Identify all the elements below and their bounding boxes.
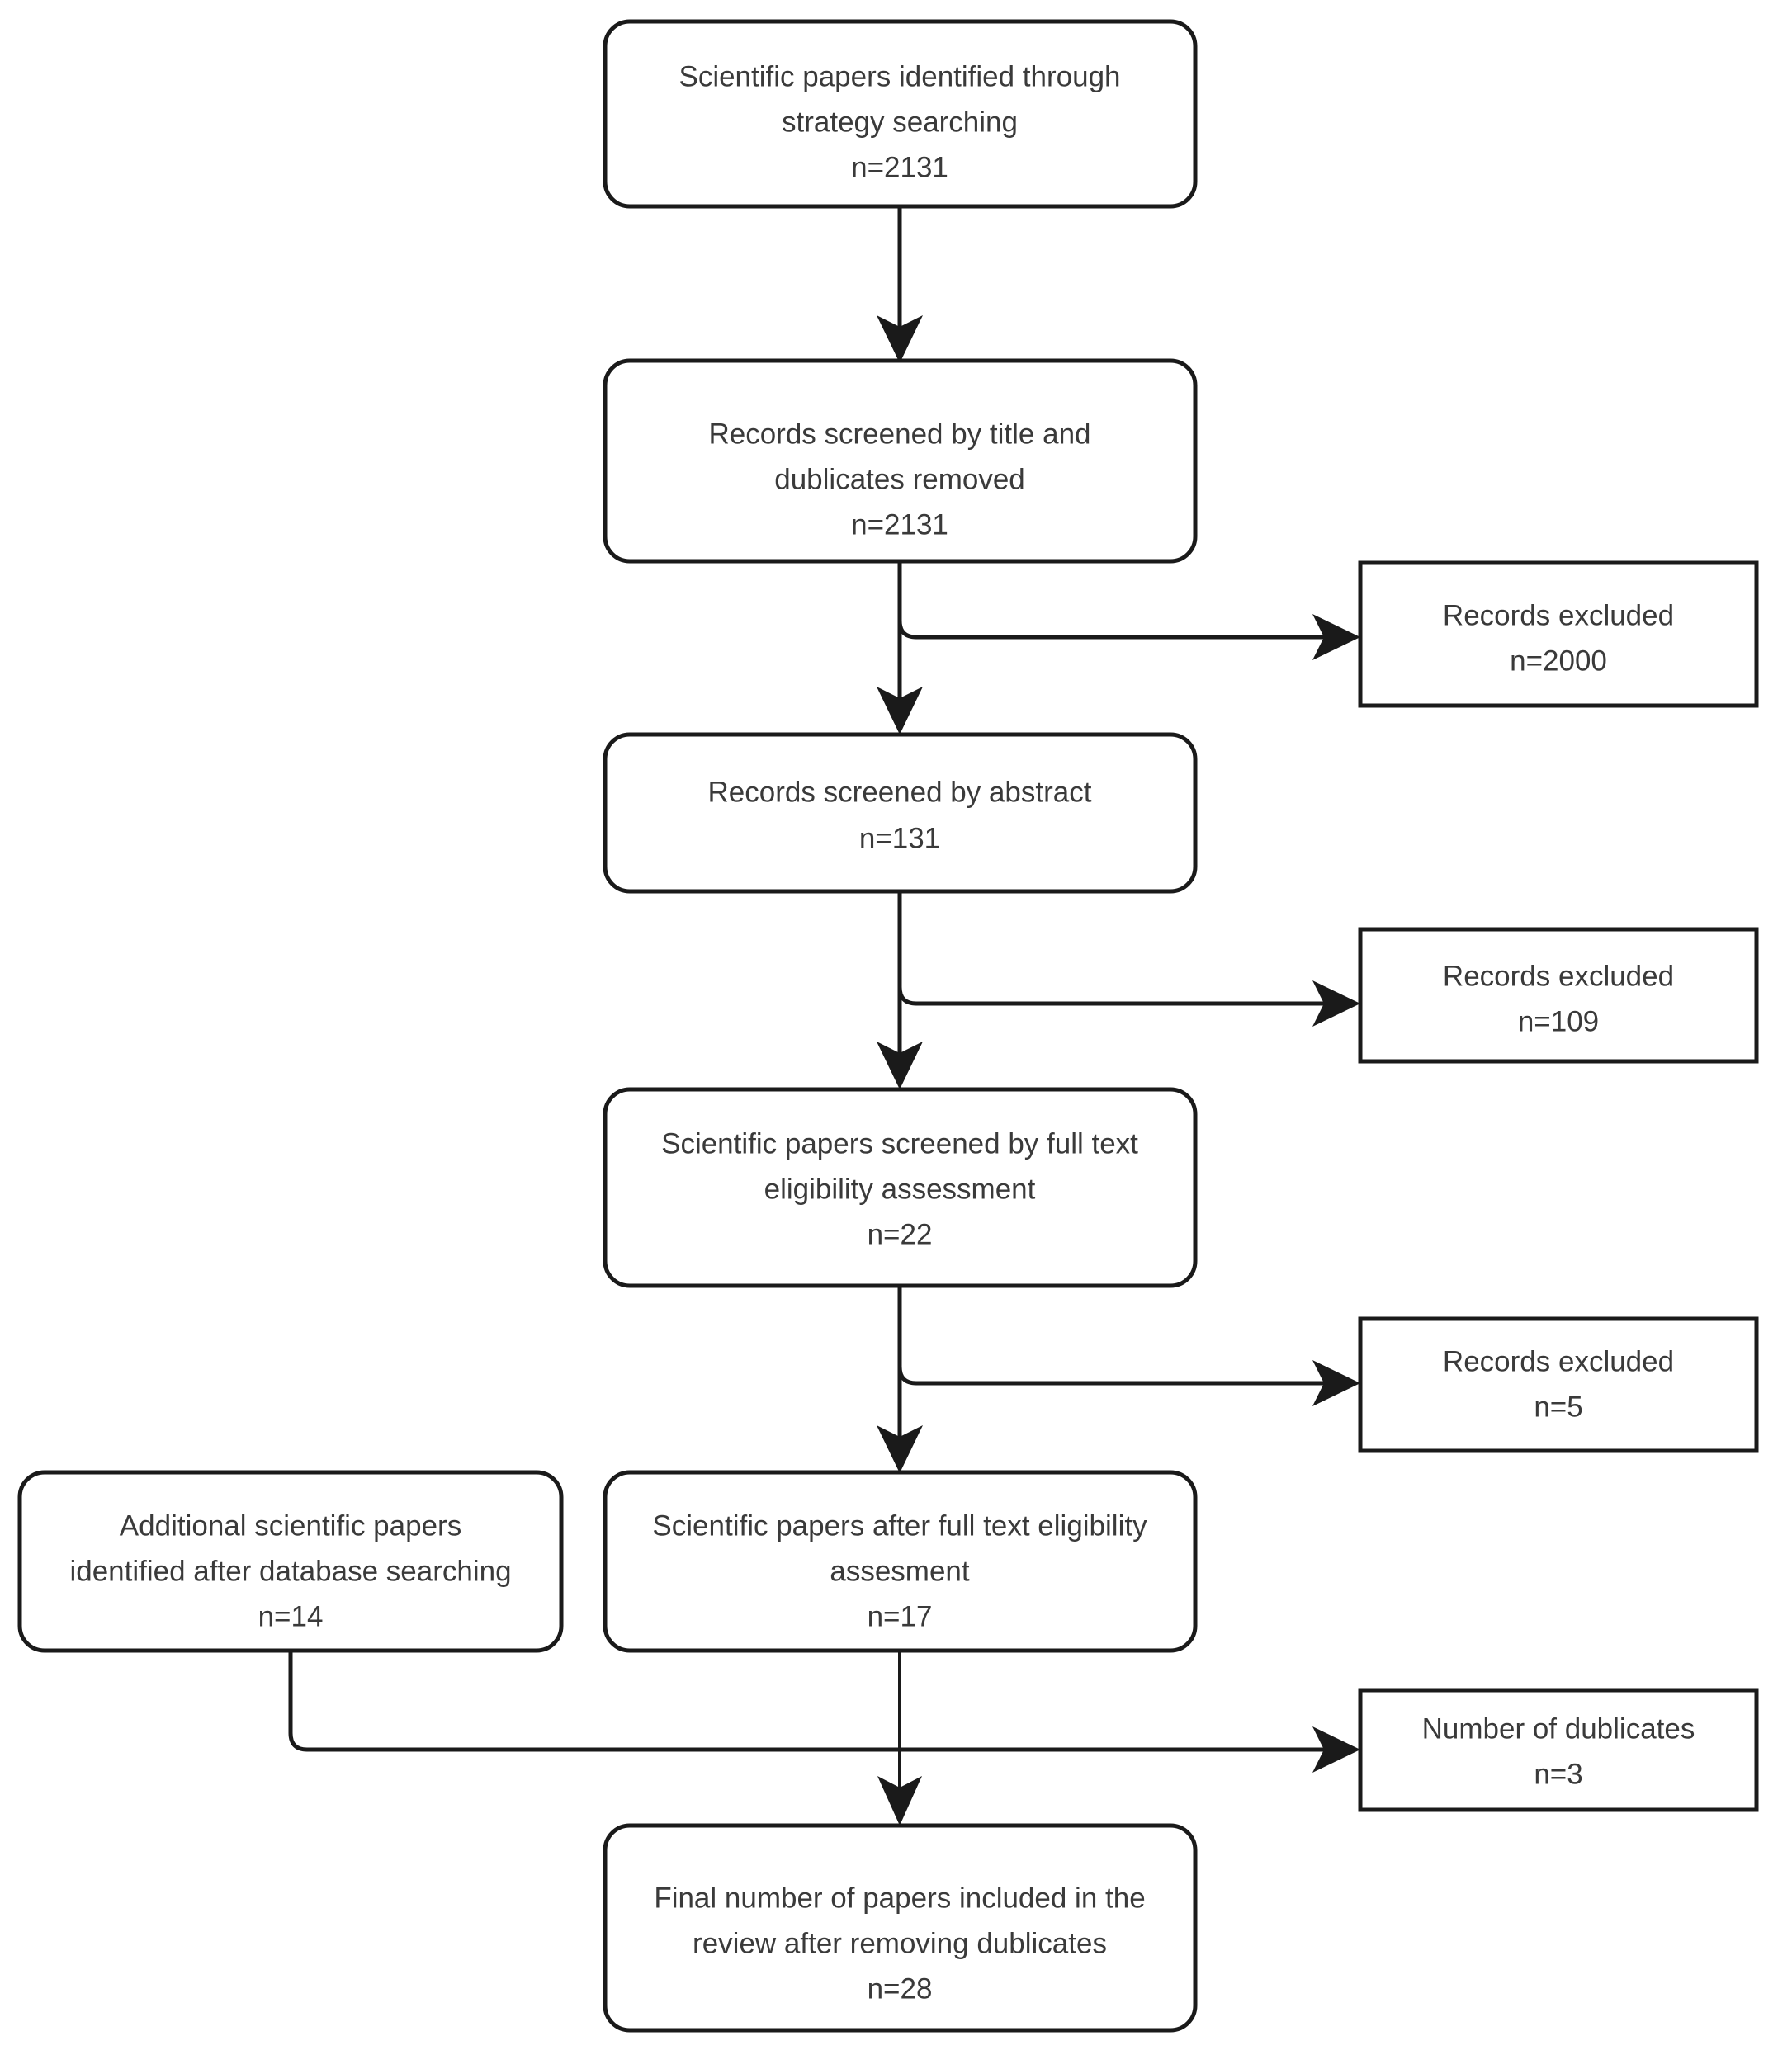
node-excluded-abstract-line-1: Records excluded (1443, 960, 1674, 992)
node-additional-papers-count: n=14 (258, 1600, 324, 1632)
edge-after-fulltext-to-final-included (877, 1651, 922, 1826)
node-screened-title-box[interactable] (603, 358, 1198, 564)
node-dublicates-line-1: Number of dublicates (1422, 1712, 1695, 1745)
node-screened-fulltext-line-2: eligibility assessment (764, 1173, 1036, 1205)
edge-screened-fulltext-to-after-fulltext (877, 1286, 923, 1473)
node-final-included-line-2: review after removing dublicates (693, 1927, 1107, 1959)
node-identified[interactable]: Scientific papers identified through str… (603, 19, 1198, 209)
node-screened-abstract[interactable]: Records screened by abstract n=131 (603, 732, 1198, 894)
node-after-fulltext-line-2: assesment (830, 1555, 970, 1587)
edge-identified-to-screened-title (877, 206, 923, 363)
arrow-head-icon (1312, 980, 1360, 1027)
node-final-included-box[interactable] (603, 1823, 1198, 2033)
node-excluded-fulltext-line-1: Records excluded (1443, 1345, 1674, 1377)
node-additional-papers[interactable]: Additional scientific papers identified … (17, 1470, 564, 1653)
node-dublicates[interactable]: Number of dublicates n=3 (1358, 1688, 1759, 1812)
node-excluded-fulltext-count: n=5 (1534, 1391, 1582, 1423)
arrow-head-icon (877, 1042, 923, 1089)
node-after-fulltext[interactable]: Scientific papers after full text eligib… (603, 1470, 1198, 1653)
edge-screened-abstract-to-excluded-abstract (897, 891, 1360, 1027)
node-final-included[interactable]: Final number of papers included in the r… (603, 1823, 1198, 2033)
edge-screened-title-to-screened-abstract (877, 561, 923, 735)
node-identified-line-1: Scientific papers identified through (679, 60, 1120, 92)
node-excluded-title-line-1: Records excluded (1443, 599, 1674, 631)
node-excluded-abstract-box[interactable] (1358, 927, 1759, 1064)
node-after-fulltext-box[interactable] (603, 1470, 1198, 1653)
node-screened-fulltext-box[interactable] (603, 1087, 1198, 1288)
node-additional-papers-line-2: identified after database searching (69, 1555, 511, 1587)
node-screened-abstract-box[interactable] (603, 732, 1198, 894)
node-screened-fulltext[interactable]: Scientific papers screened by full text … (603, 1087, 1198, 1288)
arrow-head-icon (877, 687, 923, 735)
node-excluded-abstract-count: n=109 (1518, 1005, 1599, 1037)
node-excluded-abstract[interactable]: Records excluded n=109 (1358, 927, 1759, 1064)
node-screened-title-line-1: Records screened by title and (708, 418, 1090, 450)
node-excluded-title-count: n=2000 (1510, 645, 1607, 677)
node-identified-box[interactable] (603, 19, 1198, 209)
arrow-head-icon (1312, 614, 1360, 660)
node-excluded-fulltext-box[interactable] (1358, 1316, 1759, 1453)
node-excluded-title-box[interactable] (1358, 560, 1759, 708)
arrow-head-icon (877, 1776, 922, 1826)
node-screened-fulltext-line-1: Scientific papers screened by full text (661, 1127, 1138, 1160)
node-screened-abstract-line-1: Records screened by abstract (708, 776, 1092, 808)
node-dublicates-box[interactable] (1358, 1688, 1759, 1812)
arrow-head-icon (877, 315, 923, 363)
node-final-included-line-1: Final number of papers included in the (654, 1882, 1145, 1914)
node-additional-papers-box[interactable] (17, 1470, 564, 1653)
node-excluded-fulltext[interactable]: Records excluded n=5 (1358, 1316, 1759, 1453)
node-dublicates-count: n=3 (1534, 1758, 1582, 1790)
edge-screened-abstract-to-screened-fulltext (877, 891, 923, 1089)
arrow-head-icon (877, 1425, 923, 1473)
node-final-included-count: n=28 (868, 1972, 933, 2005)
node-screened-title-count: n=2131 (851, 508, 948, 541)
node-identified-line-2: strategy searching (782, 106, 1018, 138)
node-screened-abstract-count: n=131 (859, 822, 940, 854)
arrow-head-icon (1312, 1360, 1360, 1406)
node-after-fulltext-line-1: Scientific papers after full text eligib… (652, 1509, 1147, 1542)
arrow-head-icon (1312, 1726, 1360, 1773)
node-screened-title-line-2: dublicates removed (774, 463, 1025, 495)
edge-screened-fulltext-to-excluded-fulltext (897, 1286, 1360, 1406)
node-after-fulltext-count: n=17 (868, 1600, 933, 1632)
node-screened-title[interactable]: Records screened by title and dublicates… (603, 358, 1198, 564)
node-screened-fulltext-count: n=22 (868, 1218, 933, 1250)
edge-additional-papers-to-dublicates (288, 1651, 1360, 1773)
node-identified-count: n=2131 (851, 151, 948, 183)
node-additional-papers-line-1: Additional scientific papers (120, 1509, 461, 1542)
node-excluded-title[interactable]: Records excluded n=2000 (1358, 560, 1759, 708)
edge-screened-title-to-excluded-title (897, 561, 1360, 660)
